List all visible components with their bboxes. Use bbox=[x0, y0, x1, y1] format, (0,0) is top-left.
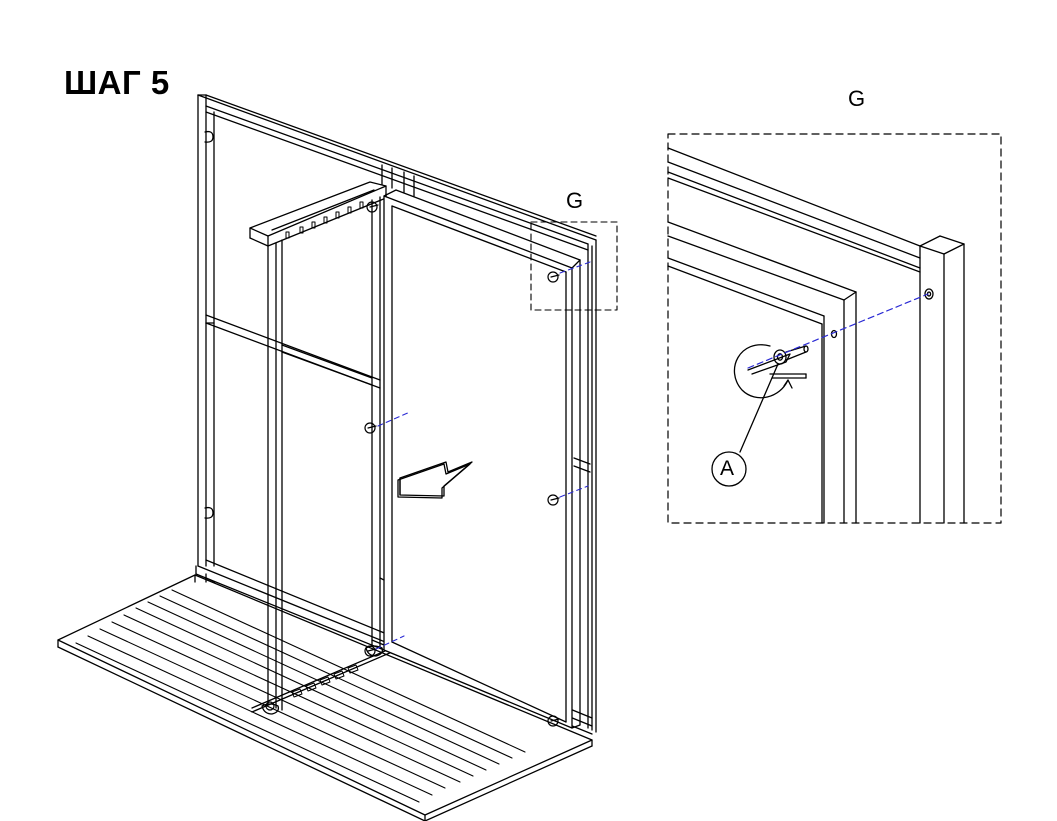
screw-icon bbox=[265, 201, 560, 727]
arrow-right-icon bbox=[397, 461, 473, 499]
assembly-guide-lines bbox=[375, 261, 591, 650]
shower-tray bbox=[57, 574, 593, 821]
detail-marker-box bbox=[530, 221, 618, 311]
step-title: ШАГ 5 bbox=[64, 64, 170, 101]
part-label-a: A bbox=[720, 457, 735, 480]
detail-marker-label: G bbox=[566, 188, 584, 213]
sliding-door-panel bbox=[371, 189, 581, 729]
detail-callout-label: G bbox=[848, 86, 866, 111]
detail-callout bbox=[667, 133, 1002, 524]
